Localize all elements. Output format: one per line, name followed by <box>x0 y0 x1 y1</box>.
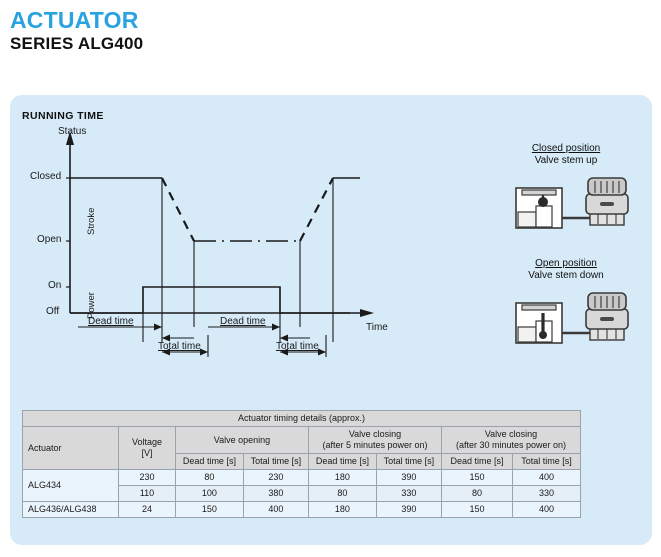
closed-position-title: Closed position <box>531 143 601 154</box>
row0-value-0: 80 <box>175 469 244 486</box>
group-header-valve-opening: Valve opening <box>175 426 309 454</box>
col-header-voltage-line1: Voltage <box>131 437 163 447</box>
total-time-label-2: Total time <box>276 341 319 352</box>
table-subheader-row: Dead time [s] Total time [s] Dead time [… <box>23 453 582 470</box>
row0-value-4: 150 <box>441 469 513 486</box>
row0-voltage: 230 <box>118 469 176 486</box>
open-position-subtitle: Valve stem down <box>528 270 604 281</box>
row0-value-1: 230 <box>242 469 310 486</box>
table-group-header-row: Actuator Voltage [V] Valve opening Valve… <box>22 426 581 470</box>
col-header-voltage: Voltage [V] <box>118 426 176 470</box>
row0-value-2: 180 <box>308 469 377 486</box>
closed-position-subtitle: Valve stem up <box>534 155 598 166</box>
power-band-label: Power <box>86 292 97 319</box>
subheader-0: Dead time [s] <box>175 453 244 470</box>
dim-total-time-2-arrow-b2 <box>318 348 326 356</box>
row1-voltage: 110 <box>118 485 176 502</box>
x-axis-arrow <box>360 309 374 317</box>
row0-value-3: 390 <box>375 469 443 486</box>
subheader-2: Dead time [s] <box>308 453 377 470</box>
stroke-band-label: Stroke <box>86 207 97 235</box>
dim-dead-time-2-arrow <box>272 323 280 331</box>
x-axis-label: Time <box>366 322 388 333</box>
table-row: ALG436/ALG438 24 150 400 180 390 150 400 <box>22 501 582 518</box>
row2-value-2: 180 <box>308 501 377 518</box>
group-label-1: Valve closing <box>348 429 402 439</box>
tick-label-open: Open <box>37 234 62 245</box>
group-sublabel-2: (after 30 minutes power on) <box>455 440 567 450</box>
closed-position-illustration: Closed position Valve stem up <box>496 143 636 243</box>
row-actuator-alg436-alg438: ALG436/ALG438 <box>22 501 119 518</box>
power-step-curve <box>70 286 350 314</box>
tick-label-on: On <box>48 280 62 291</box>
row2-voltage: 24 <box>118 501 176 518</box>
table-caption-row: Actuator timing details (approx.) <box>22 410 581 427</box>
row1-value-4: 80 <box>441 485 513 502</box>
y-axis-label: Status <box>58 126 87 137</box>
subheader-5: Total time [s] <box>511 453 582 470</box>
valve-actuator-open-icon <box>515 292 629 344</box>
total-time-label-1: Total time <box>158 341 201 352</box>
main-title: ACTUATOR <box>10 7 139 33</box>
y-axis-arrow <box>66 131 74 145</box>
open-position-title: Open position <box>535 258 597 269</box>
dim-total-time-1-arrow-l <box>162 334 170 342</box>
series-subtitle: SERIES ALG400 <box>10 34 144 53</box>
group-header-valve-closing-5min: Valve closing (after 5 minutes power on) <box>308 426 442 454</box>
row2-value-4: 150 <box>441 501 513 518</box>
group-label-0: Valve opening <box>213 434 271 445</box>
table-row: ALG434 230 80 230 180 390 150 400 <box>22 469 582 502</box>
open-position-illustration: Open position Valve stem down <box>496 258 636 358</box>
row1-value-3: 330 <box>375 485 443 502</box>
col-header-actuator: Actuator <box>22 426 119 470</box>
dim-total-time-1-arrow-b2 <box>200 348 208 356</box>
row2-value-0: 150 <box>175 501 244 518</box>
dim-total-time-2-arrow-b1 <box>280 348 288 356</box>
tick-label-closed: Closed <box>30 171 62 182</box>
subheader-1: Total time [s] <box>242 453 310 470</box>
table-row: 110 100 380 80 330 80 330 <box>23 485 582 502</box>
row1-value-5: 330 <box>511 485 582 502</box>
row2-value-3: 390 <box>375 501 443 518</box>
dim-dead-time-1-arrow <box>154 323 162 331</box>
chart-svg <box>66 131 374 357</box>
row1-value-2: 80 <box>308 485 377 502</box>
running-time-chart: Status Closed Open On Off Time Stroke Po… <box>10 95 450 385</box>
row-actuator-alg434: ALG434 <box>22 469 119 502</box>
dim-total-time-2-arrow-l <box>280 334 288 342</box>
actuator-timing-table: Actuator timing details (approx.) Actuat… <box>22 410 582 518</box>
tick-label-off: Off <box>46 306 60 317</box>
row2-value-5: 400 <box>511 501 582 518</box>
row1-value-0: 100 <box>175 485 244 502</box>
stroke-ascent-dashed <box>299 177 334 242</box>
group-label-2: Valve closing <box>484 429 538 439</box>
col-header-voltage-line2: [V] <box>141 448 153 458</box>
dead-time-label-2: Dead time <box>220 316 266 327</box>
valve-actuator-closed-icon <box>515 177 629 229</box>
subheader-3: Total time [s] <box>375 453 443 470</box>
row2-value-1: 400 <box>242 501 310 518</box>
page-title: ACTUATOR SERIES ALG400 <box>10 7 144 54</box>
table-caption: Actuator timing details (approx.) <box>22 410 581 427</box>
subheader-4: Dead time [s] <box>441 453 513 470</box>
stroke-descent-dashed <box>161 177 195 242</box>
row1-value-1: 380 <box>242 485 310 502</box>
group-header-valve-closing-30min: Valve closing (after 30 minutes power on… <box>441 426 581 454</box>
dim-total-time-1-arrow-b1 <box>162 348 170 356</box>
panel-heading: RUNNING TIME <box>22 110 104 122</box>
group-sublabel-1: (after 5 minutes power on) <box>322 440 428 450</box>
row0-value-5: 400 <box>511 469 582 486</box>
dead-time-label-1: Dead time <box>88 316 134 327</box>
